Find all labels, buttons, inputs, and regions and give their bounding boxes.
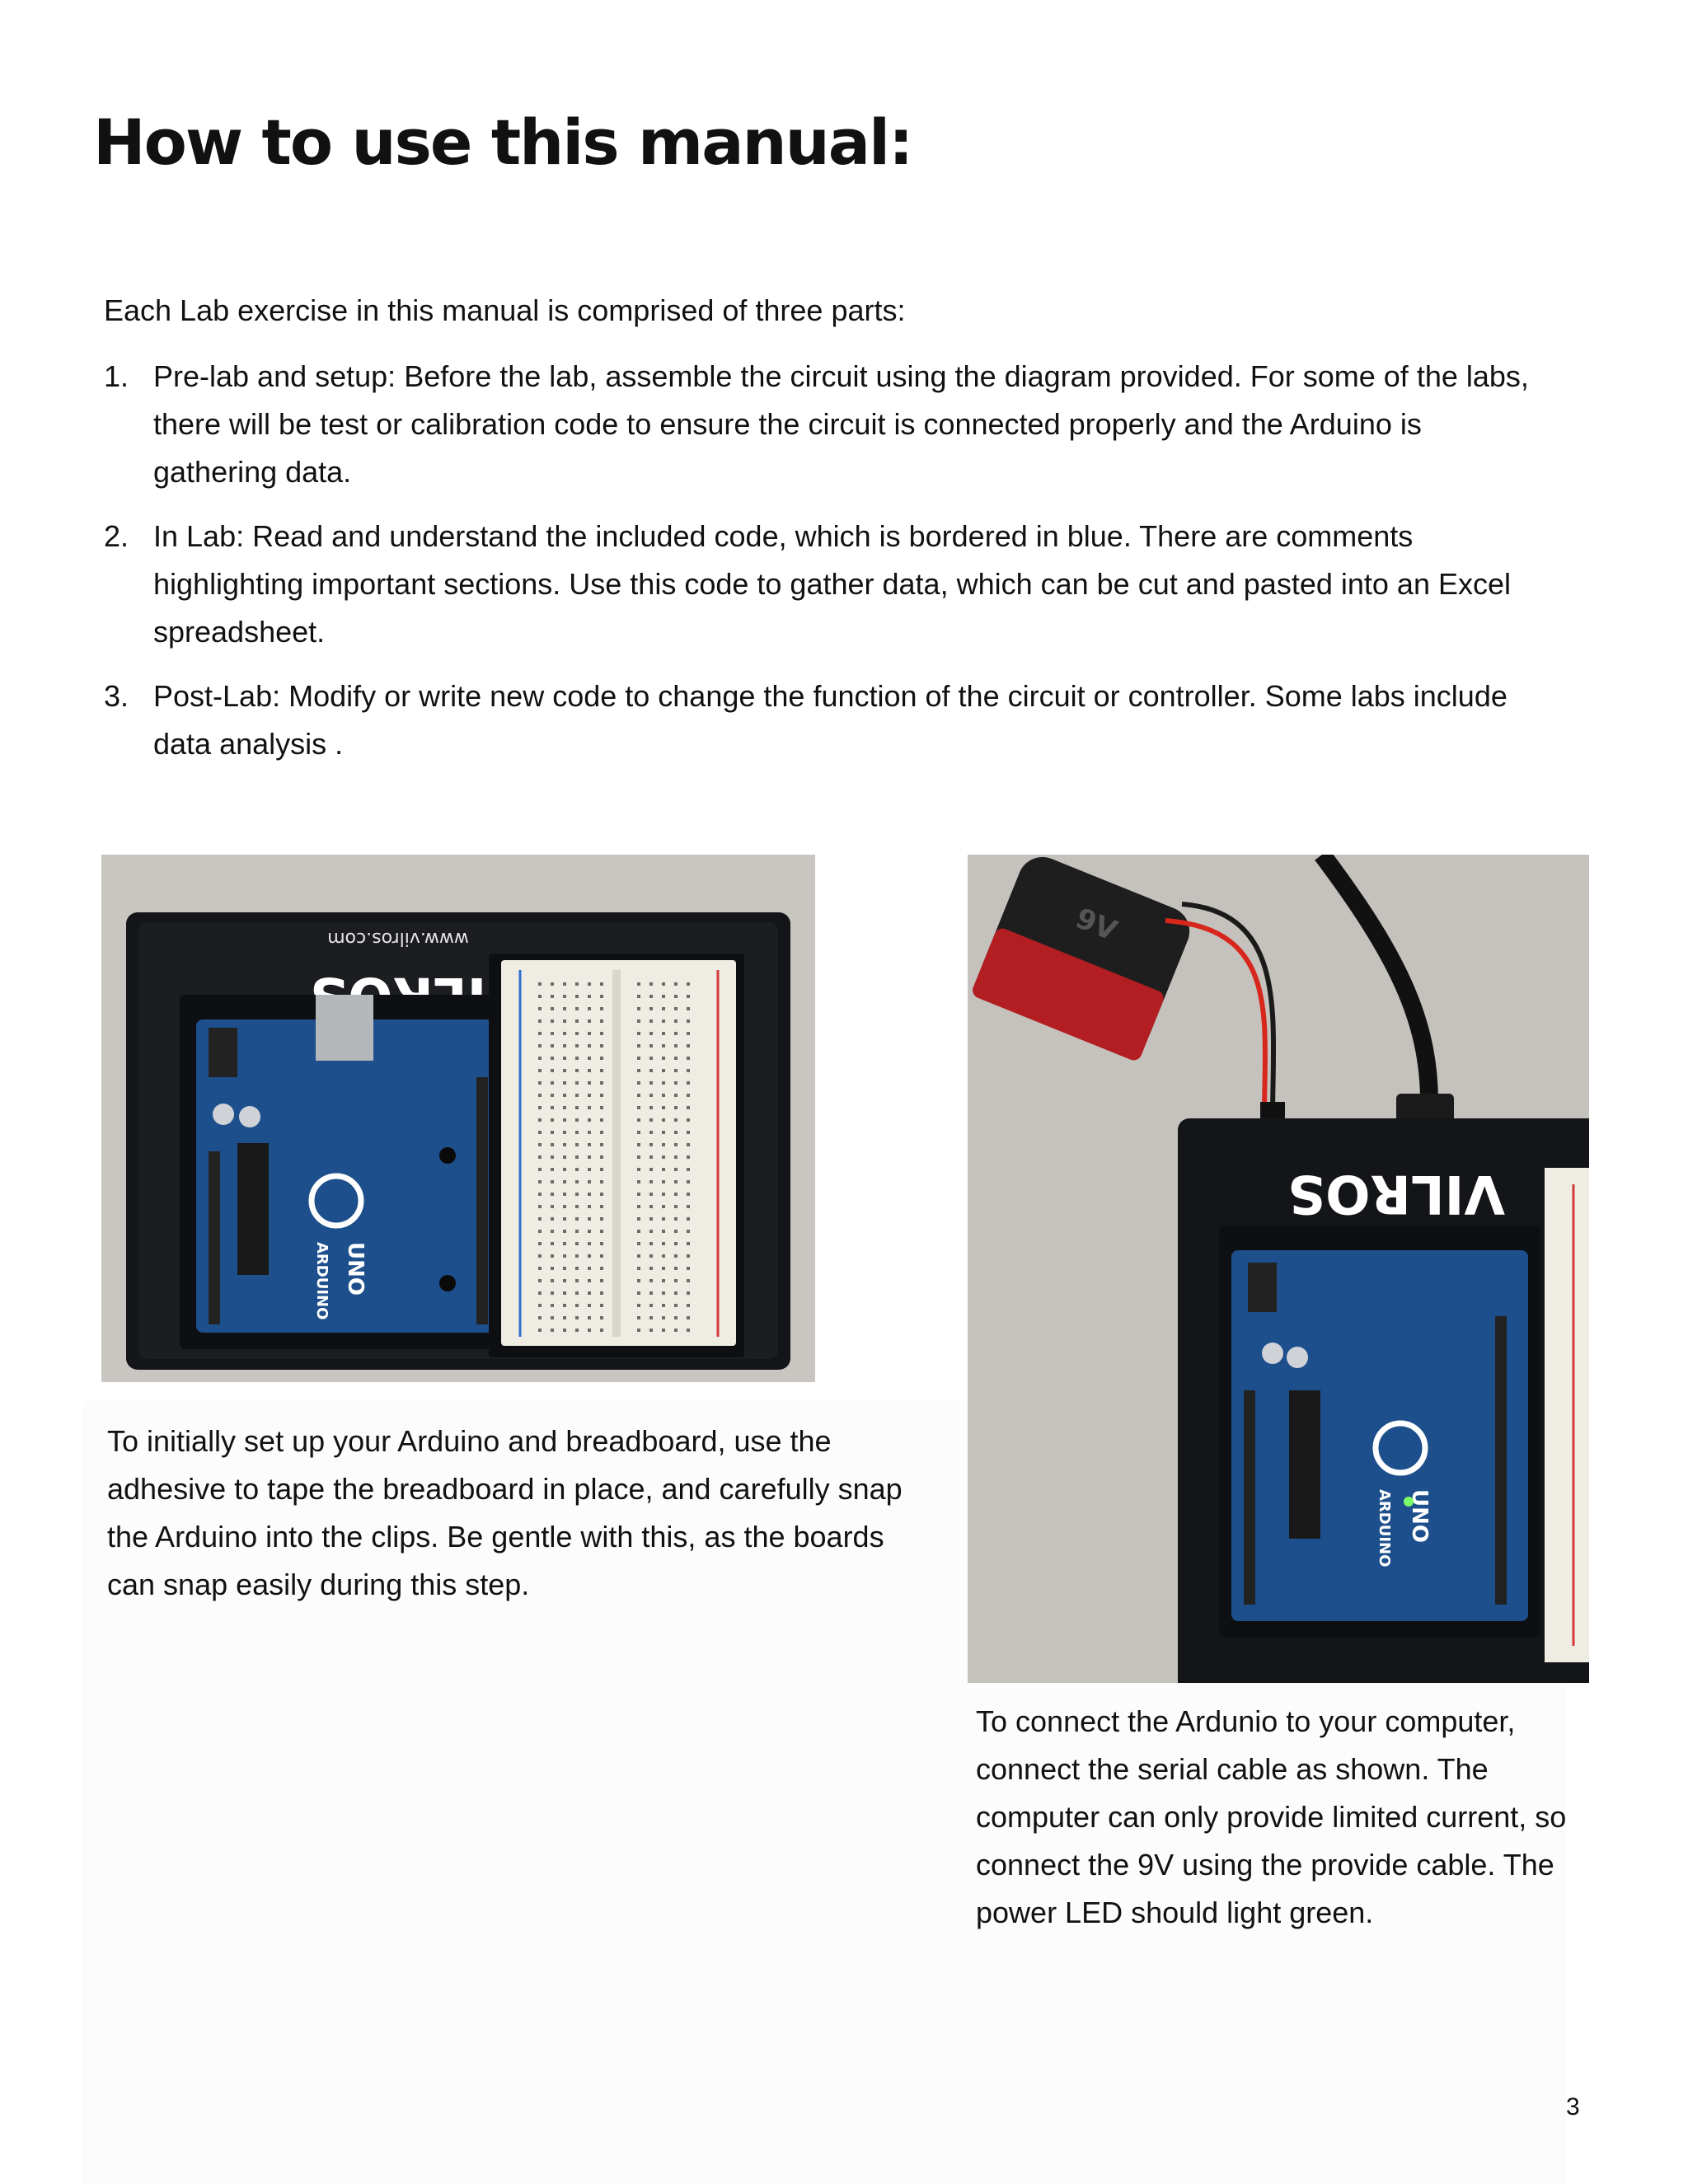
lab-parts-list: 1. Pre-lab and setup: Before the lab, as… <box>104 353 1529 785</box>
setup-photo-illustration: VILROS www.vilros.com UNO ARDUINO <box>101 855 815 1382</box>
breadboard-holes <box>538 974 695 1337</box>
board-brand: ARDUINO <box>313 1242 331 1319</box>
list-text: Post-Lab: Modify or write new code to ch… <box>153 679 1507 761</box>
page-title: How to use this manual: <box>93 105 913 179</box>
tray-logo: VILROS <box>1287 1163 1505 1224</box>
setup-photo: VILROS www.vilros.com UNO ARDUINO <box>101 855 815 1382</box>
connection-photo: 9V VILROS UNO ARDUINO <box>968 855 1589 1683</box>
board-label: UNO <box>343 1242 368 1296</box>
power-led <box>1404 1497 1414 1507</box>
list-text: In Lab: Read and understand the included… <box>153 519 1511 649</box>
connection-photo-illustration: 9V VILROS UNO ARDUINO <box>968 855 1589 1683</box>
list-item: 1. Pre-lab and setup: Before the lab, as… <box>104 353 1538 496</box>
board-brand: ARDUINO <box>1376 1489 1393 1567</box>
list-number: 1. <box>104 359 129 393</box>
list-item: 3. Post-Lab: Modify or write new code to… <box>104 673 1538 768</box>
page-number: 3 <box>1566 2093 1580 2121</box>
connection-caption: To connect the Ardunio to your computer,… <box>976 1704 1567 1929</box>
setup-caption: To initially set up your Arduino and bre… <box>107 1424 903 1601</box>
list-number: 2. <box>104 519 129 553</box>
list-number: 3. <box>104 679 129 713</box>
intro-paragraph: Each Lab exercise in this manual is comp… <box>104 293 906 327</box>
list-text: Pre-lab and setup: Before the lab, assem… <box>153 359 1529 489</box>
tray-url: www.vilros.com <box>327 928 469 949</box>
list-item: 2. In Lab: Read and understand the inclu… <box>104 513 1538 656</box>
